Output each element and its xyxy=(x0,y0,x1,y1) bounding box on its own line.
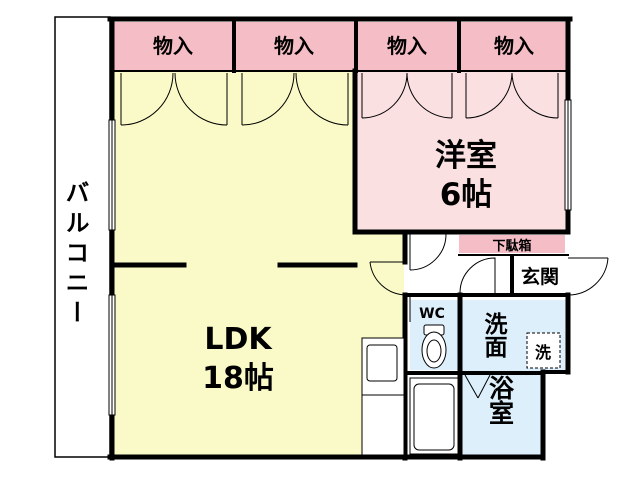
closet-fill-1 xyxy=(113,22,234,70)
western-room-fill xyxy=(355,70,568,232)
bathtub xyxy=(409,377,459,455)
toilet-label: WC xyxy=(419,306,445,322)
closet-fill-2 xyxy=(234,22,355,70)
closet-fill-4 xyxy=(459,22,568,70)
bathroom-label: 浴室 xyxy=(486,375,515,425)
shoe-box-label: 下駄箱 xyxy=(492,238,531,254)
toilet-fixture xyxy=(421,324,447,369)
kitchen-counter xyxy=(361,337,405,456)
western-room-name: 洋室 xyxy=(435,138,497,174)
closet-doors xyxy=(120,72,559,126)
room-doors xyxy=(369,233,609,399)
washroom-label: 洗面 xyxy=(480,312,508,358)
bathroom-fill xyxy=(462,375,542,455)
western-room-size: 6帖 xyxy=(440,177,493,213)
washer-label: 洗 xyxy=(535,343,551,362)
windows xyxy=(108,99,572,416)
closet-fill-3 xyxy=(355,22,459,70)
ldk-fill xyxy=(113,70,404,455)
ldk-size: 18帖 xyxy=(202,361,274,396)
shoe-box-fill xyxy=(459,235,565,253)
balcony-label: バルコニー xyxy=(61,180,89,330)
entrance-label: 玄関 xyxy=(521,265,559,288)
closet-label-3: 物入 xyxy=(387,34,427,58)
ldk-name: LDK xyxy=(204,322,273,357)
closet-label-2: 物入 xyxy=(274,34,314,58)
washer-space xyxy=(526,332,561,369)
closet-label-4: 物入 xyxy=(494,34,534,58)
closet-label-1: 物入 xyxy=(153,34,193,58)
balcony xyxy=(54,16,111,458)
